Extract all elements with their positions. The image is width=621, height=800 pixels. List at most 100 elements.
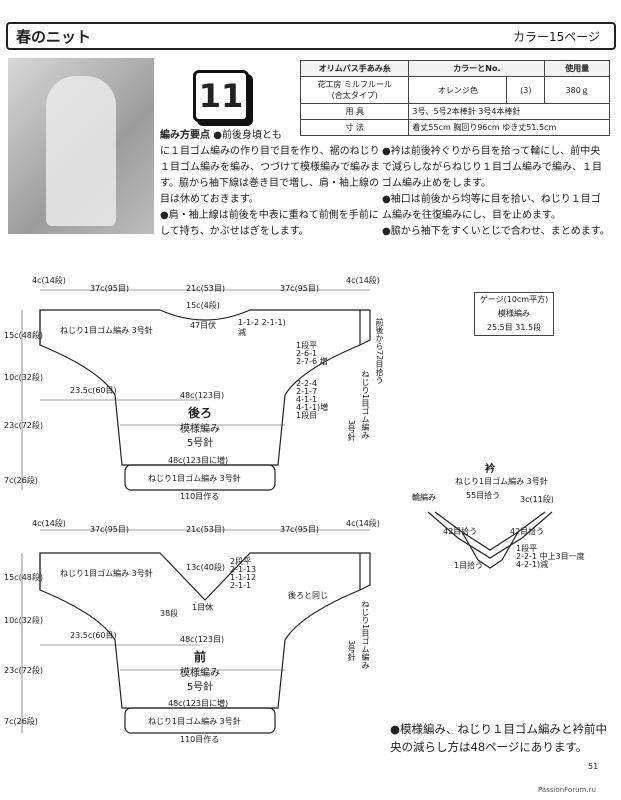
back-right-needle: 3号針 <box>347 420 356 442</box>
back-side-1: 15c(48段) <box>4 331 43 340</box>
back-dim-sleeve-left: 4c(14段) <box>32 276 66 285</box>
back-neck-decrease: 1-1-2 2-1-1)減 <box>238 318 286 337</box>
front-side-1: 15c(48段) <box>4 573 43 582</box>
front-v-line: 2-1-1 <box>230 581 252 590</box>
pattern-number-badge: 11 <box>193 70 249 122</box>
instruction-line: ●袖口は前後から均等に目を拾い、ねじり１目ゴ <box>382 194 601 205</box>
collar-bind: 輪編み <box>412 493 436 502</box>
front-body-outline <box>39 552 371 709</box>
front-v-line: 2-1-13 <box>230 565 257 574</box>
gauge-values: 25.5目 31.5段 <box>486 323 542 332</box>
back-hem-rib <box>124 464 276 491</box>
back-side-4: 7c(26段) <box>4 476 38 485</box>
front-neck-depth: 13c(40段) <box>186 563 225 572</box>
instruction-line: して持ち、かぶせはぎをします。 <box>160 226 309 237</box>
back-inc-line: 2-2-4 <box>296 379 318 388</box>
back-inc-line: 2-7-6 増 <box>296 357 328 366</box>
back-dim-sleeve-right: 4c(14段) <box>346 276 380 285</box>
back-inc-line: 2-6-1 <box>296 349 318 358</box>
instruction-line: ●脇から袖下をすくいとじで合わせ、まとめます。 <box>382 226 610 237</box>
back-hem-rib-label: ねじり1目ゴム編み 3号針 <box>148 474 241 483</box>
reference-note: ●模様編み、ねじり１目ゴム編みと衿前中央の減らし方は48ページにあります。 <box>390 722 608 754</box>
back-dim-neck: 21c(53目) <box>186 284 225 293</box>
yarn-name-cell: 花工房 ミルフルール (合太タイプ) <box>299 76 410 104</box>
back-label: 後ろ <box>187 406 212 420</box>
back-body-outline <box>39 309 371 466</box>
front-v-decrease: 2段平 2-1-13 1-1-12 2-1-1 <box>230 558 256 590</box>
front-hem-rib-label: ねじり1目ゴム編み 3号針 <box>148 717 241 726</box>
instruction-line: ゴム編み止めをします。 <box>382 178 491 189</box>
front-width: 48c(123目) <box>180 635 225 644</box>
back-hem-width: 48c(123目に増) <box>168 456 229 465</box>
collar-dec-line: 2-2-1 中上3目一度 <box>516 552 585 561</box>
front-neck-rows: 38段 <box>160 609 179 618</box>
instruction-line: す。脇から袖下線は巻き目で増し、肩・袖上線の <box>160 178 379 189</box>
front-side-3: 23c(72段) <box>4 666 43 675</box>
color-header: カラーとNo. <box>408 60 546 77</box>
back-width: 48c(123目) <box>180 391 225 400</box>
watermark: PassionForum.ru <box>538 786 596 794</box>
collar-rib: ねじり1目ゴム編み 3号針 <box>455 477 548 486</box>
back-needle: 5号針 <box>186 438 214 449</box>
instructions-left: 編み方要点 ●前後身頃とも に１目ゴム編みの作り目で目を作り、裾のねじり １目ゴ… <box>160 128 385 240</box>
back-sleeve-rib: ねじり1目ゴム編み 3号針 <box>60 326 153 335</box>
collar-decrease: 1段平 2-2-1 中上3目一度 4-2-1)減 <box>516 545 585 569</box>
color-number: (3) <box>506 76 546 104</box>
front-same-as-back: 後ろと同じ <box>288 591 328 600</box>
collar-center: 1目拾う <box>454 561 484 570</box>
collar-left-pickup: 42目拾う <box>443 527 478 536</box>
size-value: 着丈55cm 胸回り96cm ゆき丈51.5cm <box>408 119 610 136</box>
instruction-line: ●肩・袖上線は前後を中表に重ねて前側を手前に <box>160 210 379 221</box>
back-neck-bindoff: 47目伏 <box>190 321 217 330</box>
back-side-2: 10c(32段) <box>4 373 43 382</box>
model-figure <box>46 76 116 226</box>
back-side-3: 23c(72段) <box>4 421 43 430</box>
back-neck-depth: 15c(4段) <box>186 301 220 310</box>
front-label: 前 <box>193 650 206 664</box>
collar-dec-line: 4-2-1)減 <box>516 560 549 569</box>
back-inc-line: 1段平 <box>296 341 318 350</box>
collar-outline <box>427 511 553 559</box>
model-photo <box>8 58 154 234</box>
gauge-title: ゲージ(10cm平方) <box>479 295 549 304</box>
collar-count: 55目拾う <box>466 491 501 500</box>
instruction-line: ●衿は前後衿ぐりから目を拾って輪にし、前中央 <box>382 146 601 157</box>
instructions-title: 編み方要点 <box>160 130 210 141</box>
back-dim-body-right: 37c(95目) <box>280 284 319 293</box>
front-dim-body-left: 37c(95目) <box>90 525 129 534</box>
front-center-hold: 1目休 <box>192 603 214 612</box>
yarn-type: (合太タイプ) <box>331 91 378 100</box>
back-cast-on: 110目作る <box>180 492 220 501</box>
back-right-rib: ねじり1目ゴム編み <box>361 370 370 440</box>
yarn-name: 花工房 ミルフルール <box>317 80 392 89</box>
yarn-spec-table: オリムパス手あみ糸 カラーとNo. 使用量 花工房 ミルフルール (合太タイプ)… <box>299 60 610 136</box>
back-inc-line: 4-1-1)増 <box>296 403 329 412</box>
back-inc-line: 4-1-1 <box>296 395 318 404</box>
collar-height: 3c(11段) <box>520 495 554 504</box>
front-stitch: 模様編み <box>180 668 220 679</box>
front-v-line: 1-1-12 <box>230 573 257 582</box>
front-dim-sleeve-left: 4c(14段) <box>32 519 66 528</box>
front-dim-neck: 21c(53目) <box>186 525 225 534</box>
back-inc-line: 2-1-7 <box>296 387 318 396</box>
front-needle: 5号針 <box>186 682 214 693</box>
front-right-rib: ねじり1目ゴム編み <box>361 600 370 670</box>
back-increase-block: 1段平 2-6-1 2-7-6 増 2-2-4 2-1-7 4-1-1 4-1-… <box>296 342 328 420</box>
back-inc-line: 1段目 <box>296 411 318 420</box>
size-label: 寸 法 <box>299 119 410 136</box>
instruction-line: ●前後身頃とも <box>213 130 282 141</box>
front-hem-width: 48c(123目に増) <box>168 699 229 708</box>
gauge-stitch: 模様編み <box>498 309 530 318</box>
back-right-pickup: 前後から72目拾う <box>375 318 384 385</box>
collar-title: 衿 <box>485 464 495 475</box>
front-cast-on: 110目作る <box>180 735 220 744</box>
collar-dec-line: 1段平 <box>516 544 538 553</box>
front-dim-sleeve-right: 4c(14段) <box>346 519 380 528</box>
front-side-4: 7c(26段) <box>4 717 38 726</box>
instructions-right: ●衿は前後衿ぐりから目を拾って輪にし、前中央 で減らしながらねじり１目ゴム編みで… <box>382 144 618 240</box>
instruction-line: で減らしながらねじり１目ゴム編みで編み、１目 <box>382 162 602 173</box>
front-side-2: 10c(32段) <box>4 616 43 625</box>
page-header: 春のニット カラー15ページ <box>6 22 616 50</box>
front-sleeve-rib: ねじり1目ゴム編み 3号針 <box>60 569 153 578</box>
